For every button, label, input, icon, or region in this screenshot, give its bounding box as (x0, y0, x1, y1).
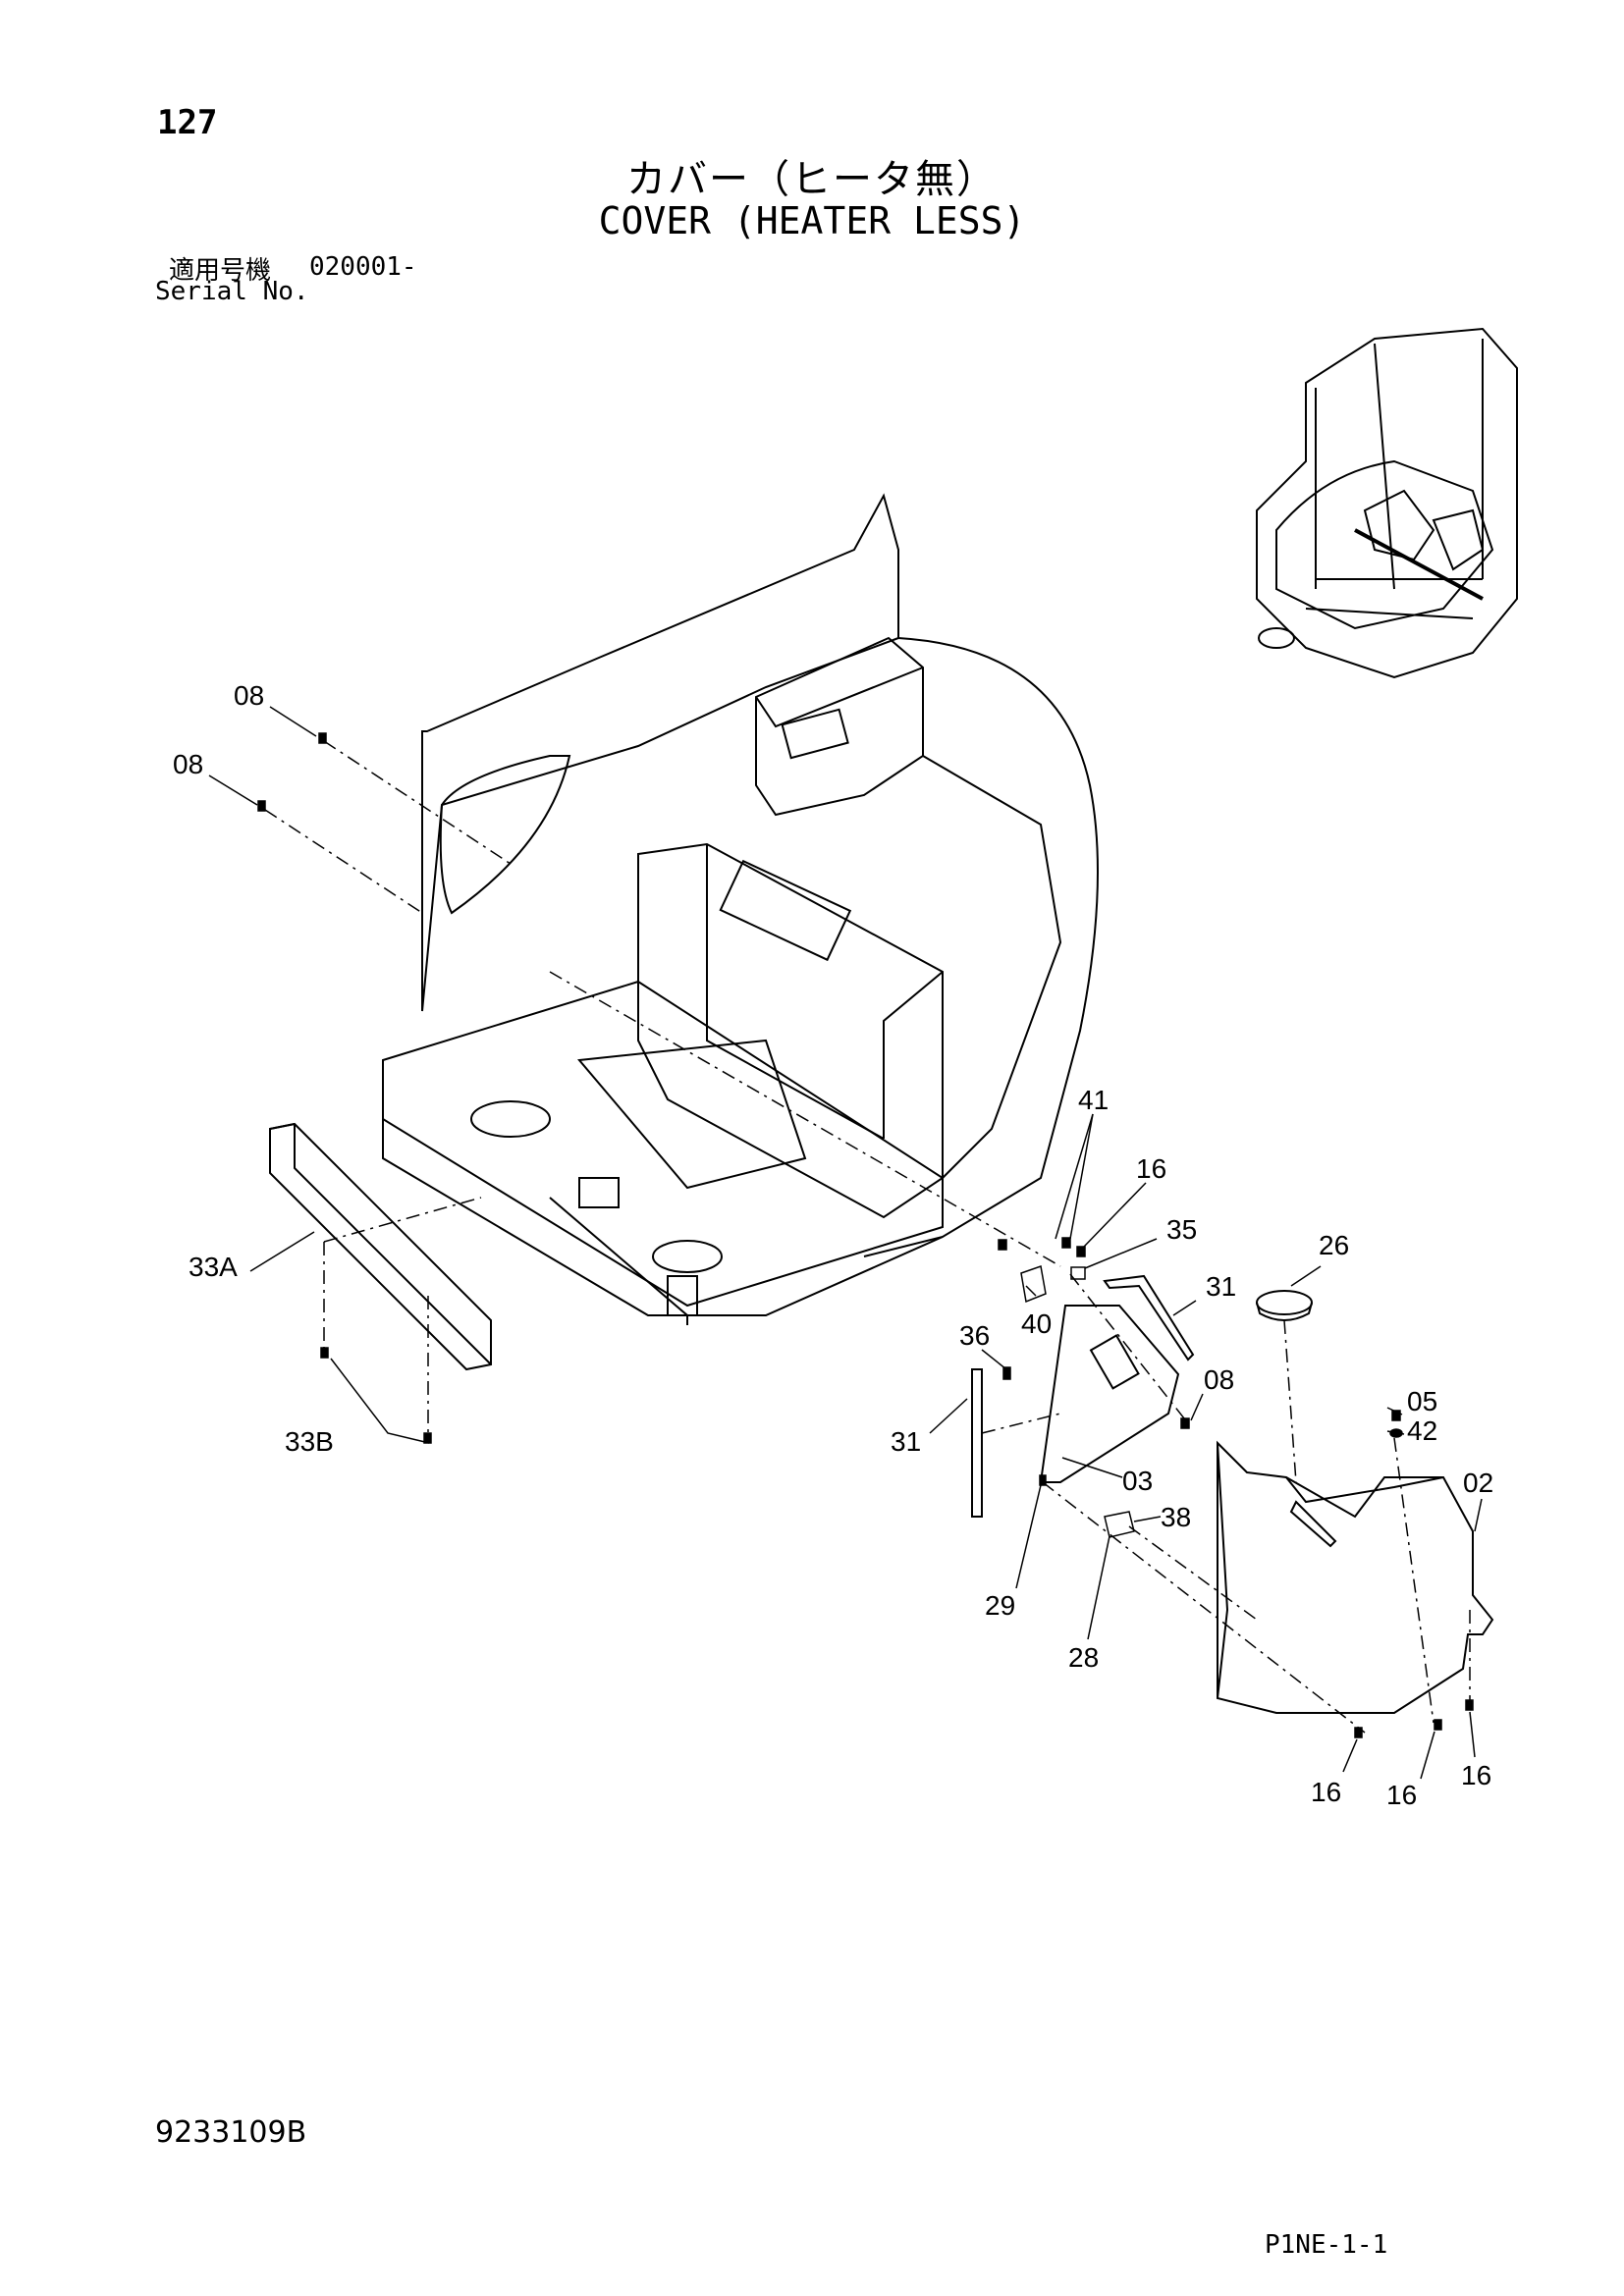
callout-16: 16 (1311, 1777, 1341, 1807)
part-33a-front-bar (269, 1122, 492, 1371)
callout-31: 31 (1206, 1271, 1236, 1302)
floor-frame-assembly (382, 493, 1099, 1325)
callout-40: 40 (1021, 1308, 1052, 1339)
callout-02: 02 (1463, 1468, 1493, 1498)
callout-08: 08 (173, 749, 203, 779)
callout-42: 42 (1407, 1415, 1437, 1446)
callout-08: 08 (1204, 1364, 1234, 1395)
callout-03: 03 (1122, 1466, 1153, 1496)
callout-31: 31 (891, 1426, 921, 1457)
part-31-strips (971, 1274, 1195, 1518)
callout-36: 36 (959, 1320, 990, 1351)
hardware-fasteners (257, 732, 1474, 1738)
page-title-japanese: カバー（ヒータ無） (626, 157, 998, 202)
serial-label-japanese: 適用号機 (169, 256, 272, 286)
callout-labels: 08 08 33A 33B 41 16 35 26 31 40 36 08 05… (173, 680, 1493, 1810)
callout-16: 16 (1461, 1760, 1491, 1790)
callout-08: 08 (234, 680, 264, 711)
callout-35: 35 (1166, 1214, 1197, 1245)
cab-overview-illustration (1256, 327, 1518, 679)
callout-41: 41 (1078, 1085, 1109, 1115)
callout-16: 16 (1136, 1153, 1166, 1184)
dashed-center-lines (264, 740, 1471, 1734)
callout-28: 28 (1068, 1642, 1099, 1673)
drawing-number: 9233109B (155, 2115, 307, 2150)
part-03-cover-plate (1039, 1305, 1180, 1483)
callout-38: 38 (1161, 1502, 1191, 1532)
page-title-english: COVER (HEATER LESS) (598, 199, 1026, 242)
callout-16: 16 (1386, 1780, 1417, 1810)
serial-label-english: Serial No. (155, 277, 309, 306)
callout-33a: 33A (189, 1252, 238, 1282)
callout-33b: 33B (285, 1426, 334, 1457)
page-code: P1NE-1-1 (1265, 2230, 1388, 2260)
callout-29: 29 (985, 1590, 1015, 1621)
callout-26: 26 (1319, 1230, 1349, 1260)
callout-05: 05 (1407, 1386, 1437, 1416)
page-number: 127 (157, 103, 218, 142)
serial-number-value: 020001- (309, 252, 417, 282)
part-02-side-cover (1217, 1440, 1494, 1714)
part-26-plug-cap (1256, 1290, 1313, 1321)
callout-leader-lines (208, 706, 1483, 1780)
